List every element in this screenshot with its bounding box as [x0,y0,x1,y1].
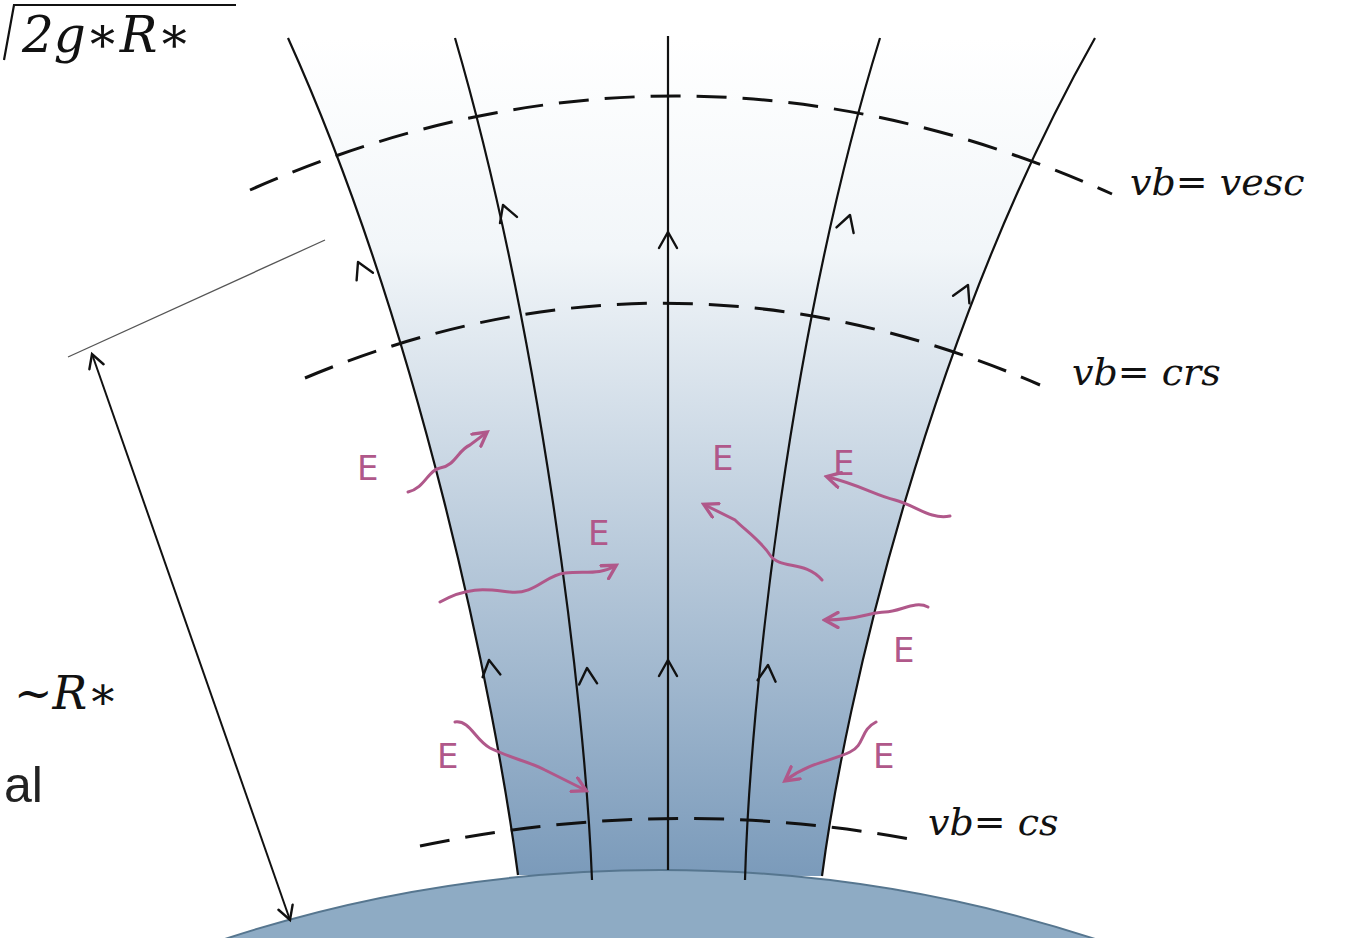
energy-label: E [873,738,894,775]
radius-dimension [92,354,290,920]
surface-label: vb= cs [928,802,1059,844]
energy-arrows [408,433,950,790]
surface-label: vb= crs [1072,352,1221,394]
energy-label: E [893,632,914,669]
energy-label: E [833,445,854,482]
energy-label: E [588,515,609,552]
critical-surfaces [250,96,1112,846]
energy-label: E [712,440,733,477]
formula-text: 2g∗R∗ [22,8,191,63]
energy-label: E [357,450,378,487]
star-surface [0,870,1347,938]
energy-label: E [437,738,458,775]
dimension-tick [68,240,325,357]
cut-off-text: al [4,758,43,813]
dimension-label: ~R∗ [14,668,118,719]
field-lines [288,36,1095,880]
surface-label: vb= vesc [1130,162,1304,204]
flux-tube [288,38,1095,876]
flow-arrowheads [350,202,976,685]
